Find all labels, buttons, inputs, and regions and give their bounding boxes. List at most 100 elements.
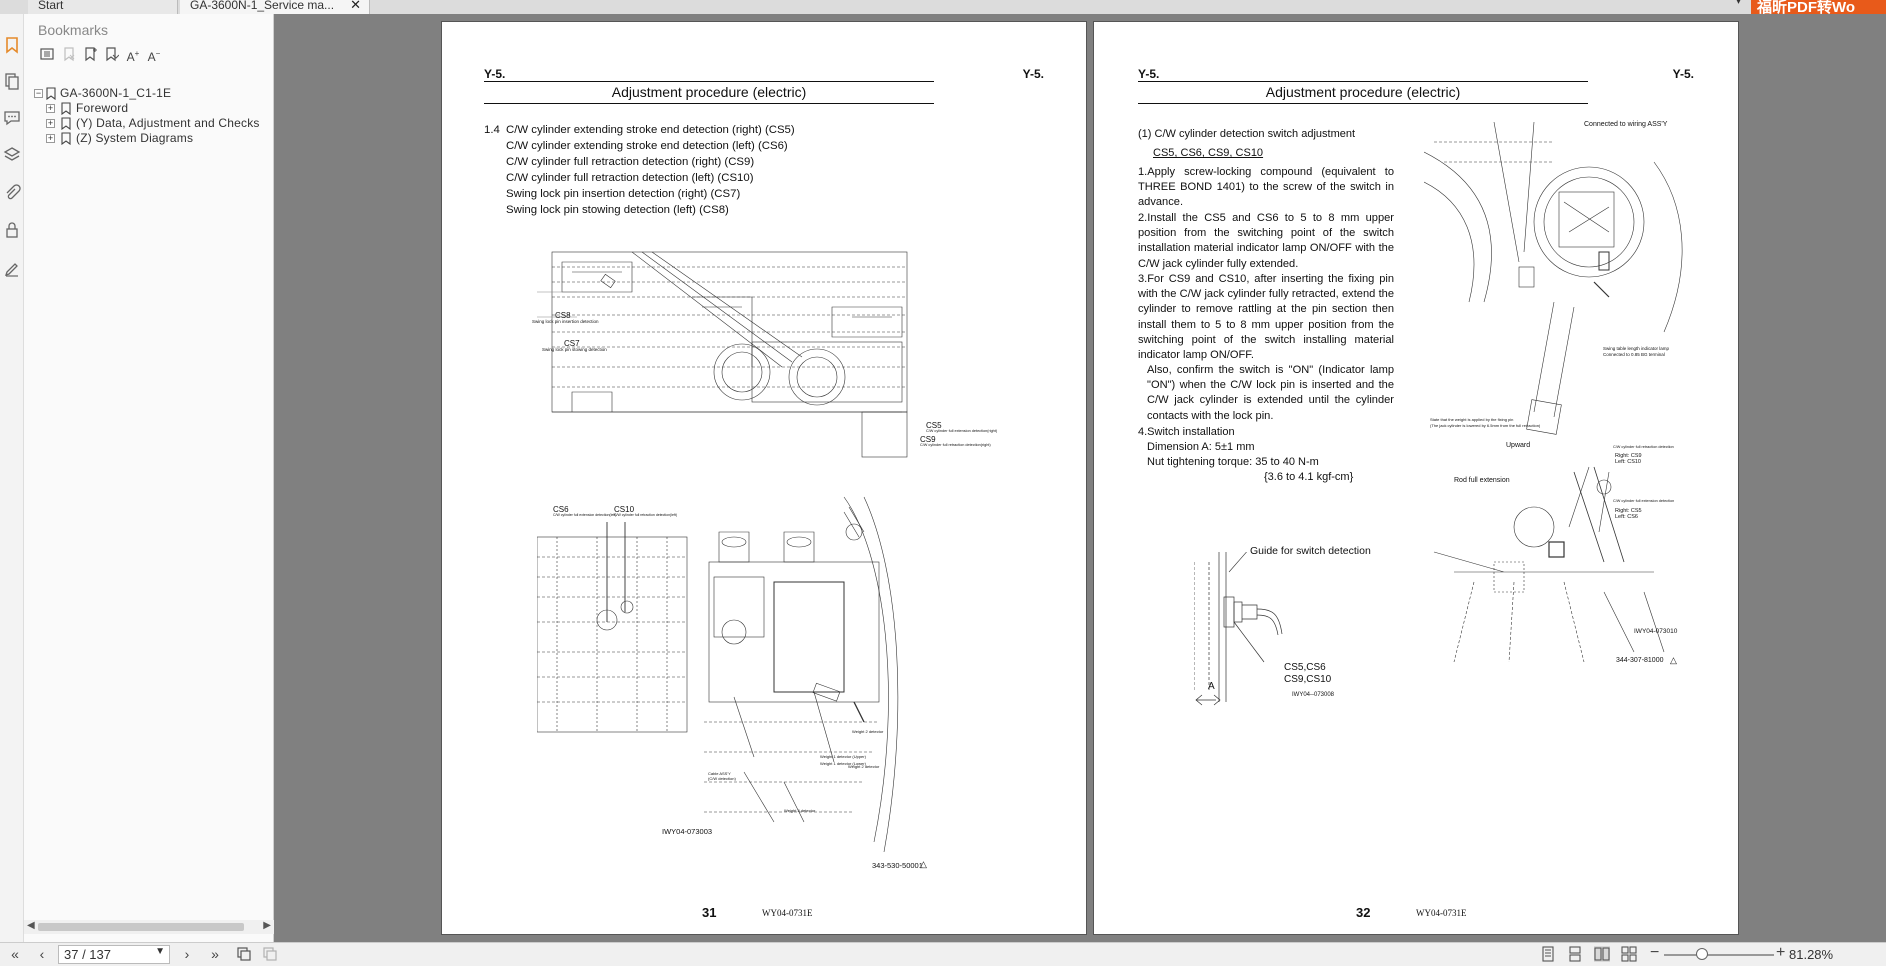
- weight3-label: Weight 3 detector: [784, 808, 816, 813]
- zoom-slider[interactable]: [1664, 954, 1774, 956]
- first-page-button[interactable]: «: [11, 946, 19, 962]
- state-note-detail: (The jack cylinder is lowered by 6.5mm f…: [1430, 423, 1541, 428]
- retraction-left: Left: CS10: [1615, 459, 1641, 465]
- pages-thumbnail-icon[interactable]: [3, 72, 21, 90]
- header-rule: [1138, 81, 1588, 82]
- retraction-label: C/W cylinder full retraction detection: [1613, 445, 1674, 449]
- next-page-button[interactable]: ›: [184, 946, 190, 962]
- comments-icon[interactable]: [3, 109, 21, 127]
- crane-side-drawing: [537, 251, 908, 458]
- expand-all-icon[interactable]: [38, 45, 56, 63]
- state-note: State that the weight is applied by the …: [1430, 417, 1514, 422]
- text-line: C/W cylinder full retraction detection (…: [506, 172, 754, 184]
- text-line: Swing lock pin insertion detection (righ…: [506, 188, 741, 200]
- split-view-icon[interactable]: [262, 946, 278, 962]
- zoom-out-button[interactable]: −: [1650, 944, 1660, 961]
- delete-bookmark-icon[interactable]: [60, 45, 78, 63]
- cs6-desc: C/W cylinder full extension detection(le…: [553, 513, 617, 517]
- reduce-text-icon[interactable]: A−: [147, 49, 161, 64]
- dimension-text: Dimension A: 5±1 mm: [1147, 441, 1255, 453]
- scroll-left-icon[interactable]: ◀: [27, 920, 35, 931]
- cs10-label: CS10: [614, 505, 635, 514]
- document-viewer[interactable]: Y-5. Y-5. Adjustment procedure (electric…: [275, 14, 1886, 942]
- chevron-down-icon[interactable]: ▼: [155, 946, 165, 957]
- close-tab-icon[interactable]: ✕: [350, 0, 361, 12]
- signature-icon[interactable]: [3, 260, 21, 278]
- expand-toggle-icon[interactable]: +: [46, 118, 55, 128]
- enlarge-text-icon[interactable]: A+: [126, 49, 140, 64]
- text-line: C/W cylinder extending stroke end detect…: [506, 140, 788, 152]
- extension-right: Right: CS5: [1615, 508, 1642, 514]
- scroll-right-icon[interactable]: ▶: [263, 920, 271, 931]
- cs10-desc: C/W cylinder full retraction detection(l…: [614, 513, 678, 517]
- page-number-input[interactable]: 37 / 137 ▼: [58, 945, 170, 964]
- page-number: 32: [1356, 905, 1371, 920]
- swing-lamp-label: Swing table length indicator lamp: [1603, 346, 1670, 351]
- header-section-right: Y-5.: [1672, 67, 1694, 81]
- cable-label: Cable ASS'Y: [708, 771, 731, 776]
- layers-icon[interactable]: [3, 146, 21, 164]
- tab-document[interactable]: GA-3600N-1_Service ma... ✕: [180, 0, 370, 14]
- bookmark-icon: [61, 102, 71, 115]
- add-child-bookmark-icon[interactable]: [102, 45, 120, 63]
- page-number: 31: [702, 905, 717, 920]
- figure-code: IWY04--073008: [1292, 692, 1335, 698]
- panel-horizontal-scrollbar[interactable]: ◀ ▶: [24, 920, 274, 934]
- switch-label-1: CS5,CS6: [1284, 662, 1326, 673]
- tab-document-label: GA-3600N-1_Service ma...: [190, 0, 335, 12]
- collapse-toggle-icon[interactable]: −: [34, 88, 43, 98]
- document-code: WY04-0731E: [762, 908, 813, 918]
- attachment-icon[interactable]: [3, 184, 21, 202]
- continuous-facing-view-icon[interactable]: [1621, 946, 1637, 962]
- weight1-lower-label: Weight 1 detector (Lower): [820, 761, 866, 766]
- zoom-in-button[interactable]: +: [1776, 944, 1786, 961]
- tree-item-label: (Y) Data, Adjustment and Checks: [76, 116, 260, 130]
- text-line: Swing lock pin stowing detection (left) …: [506, 204, 729, 216]
- previous-page-button[interactable]: ‹: [39, 946, 45, 962]
- promo-banner-text: 福昕PDF转Wo: [1757, 0, 1856, 14]
- tab-start[interactable]: Start: [28, 0, 178, 14]
- security-lock-icon[interactable]: [3, 221, 21, 239]
- facing-view-icon[interactable]: [1594, 946, 1610, 962]
- tree-item-label: (Z) System Diagrams: [76, 131, 194, 145]
- tree-item-label: GA-3600N-1_C1-1E: [60, 86, 172, 100]
- switch-list: CS5, CS6, CS9, CS10: [1153, 147, 1264, 159]
- step-1: 1.Apply screw-locking compound (equivale…: [1138, 166, 1394, 209]
- copy-view-icon[interactable]: [236, 946, 252, 962]
- weight1-upper-label: Weight 1 detector (Upper): [820, 754, 866, 759]
- chevron-down-icon[interactable]: ▾: [1735, 0, 1741, 7]
- connected-label: Connected to wiring ASS'Y: [1584, 121, 1668, 128]
- weight2b-label: Weight 2 detector: [848, 764, 880, 769]
- single-page-view-icon[interactable]: [1540, 946, 1556, 962]
- header-section: Y-5.: [484, 67, 506, 81]
- last-page-button[interactable]: »: [211, 946, 219, 962]
- page-number-value: 37 / 137: [64, 947, 111, 962]
- crane-rear-drawing: [537, 522, 688, 733]
- cs8-desc: Swing lock pin insertion detection: [532, 319, 599, 324]
- upward-label: Upward: [1506, 442, 1531, 449]
- zoom-level[interactable]: 81.28%: [1789, 947, 1834, 962]
- warning-triangle-icon: △: [920, 859, 927, 869]
- dimension-letter: A: [1208, 681, 1215, 692]
- part-code: 344-307-81000: [1616, 657, 1664, 664]
- zoom-slider-thumb[interactable]: [1696, 948, 1708, 960]
- scrollbar-thumb[interactable]: [38, 923, 244, 931]
- step-3: 3.For CS9 and CS10, after inserting the …: [1138, 273, 1394, 362]
- tab-start-label: Start: [38, 0, 64, 12]
- rod-extension-label: Rod full extension: [1454, 477, 1510, 484]
- header-section-right: Y-5.: [1022, 67, 1044, 81]
- promo-banner[interactable]: 福昕PDF转Wo: [1751, 0, 1886, 14]
- expand-toggle-icon[interactable]: +: [46, 133, 55, 143]
- header-section: Y-5.: [1138, 67, 1160, 81]
- cable-desc: (C/W detection): [708, 776, 736, 781]
- cylinder-assembly-drawing: [1424, 122, 1683, 662]
- bookmark-panel-icon[interactable]: [3, 36, 21, 54]
- expand-toggle-icon[interactable]: +: [46, 103, 55, 113]
- add-bookmark-icon[interactable]: [81, 45, 99, 63]
- cs5-label: CS5: [926, 421, 942, 430]
- page-32: Y-5. Y-5. Adjustment procedure (electric…: [1093, 21, 1739, 935]
- step-3-note: Also, confirm the switch is "ON" (Indica…: [1147, 364, 1394, 422]
- continuous-view-icon[interactable]: [1567, 946, 1583, 962]
- cs6-label: CS6: [553, 505, 569, 514]
